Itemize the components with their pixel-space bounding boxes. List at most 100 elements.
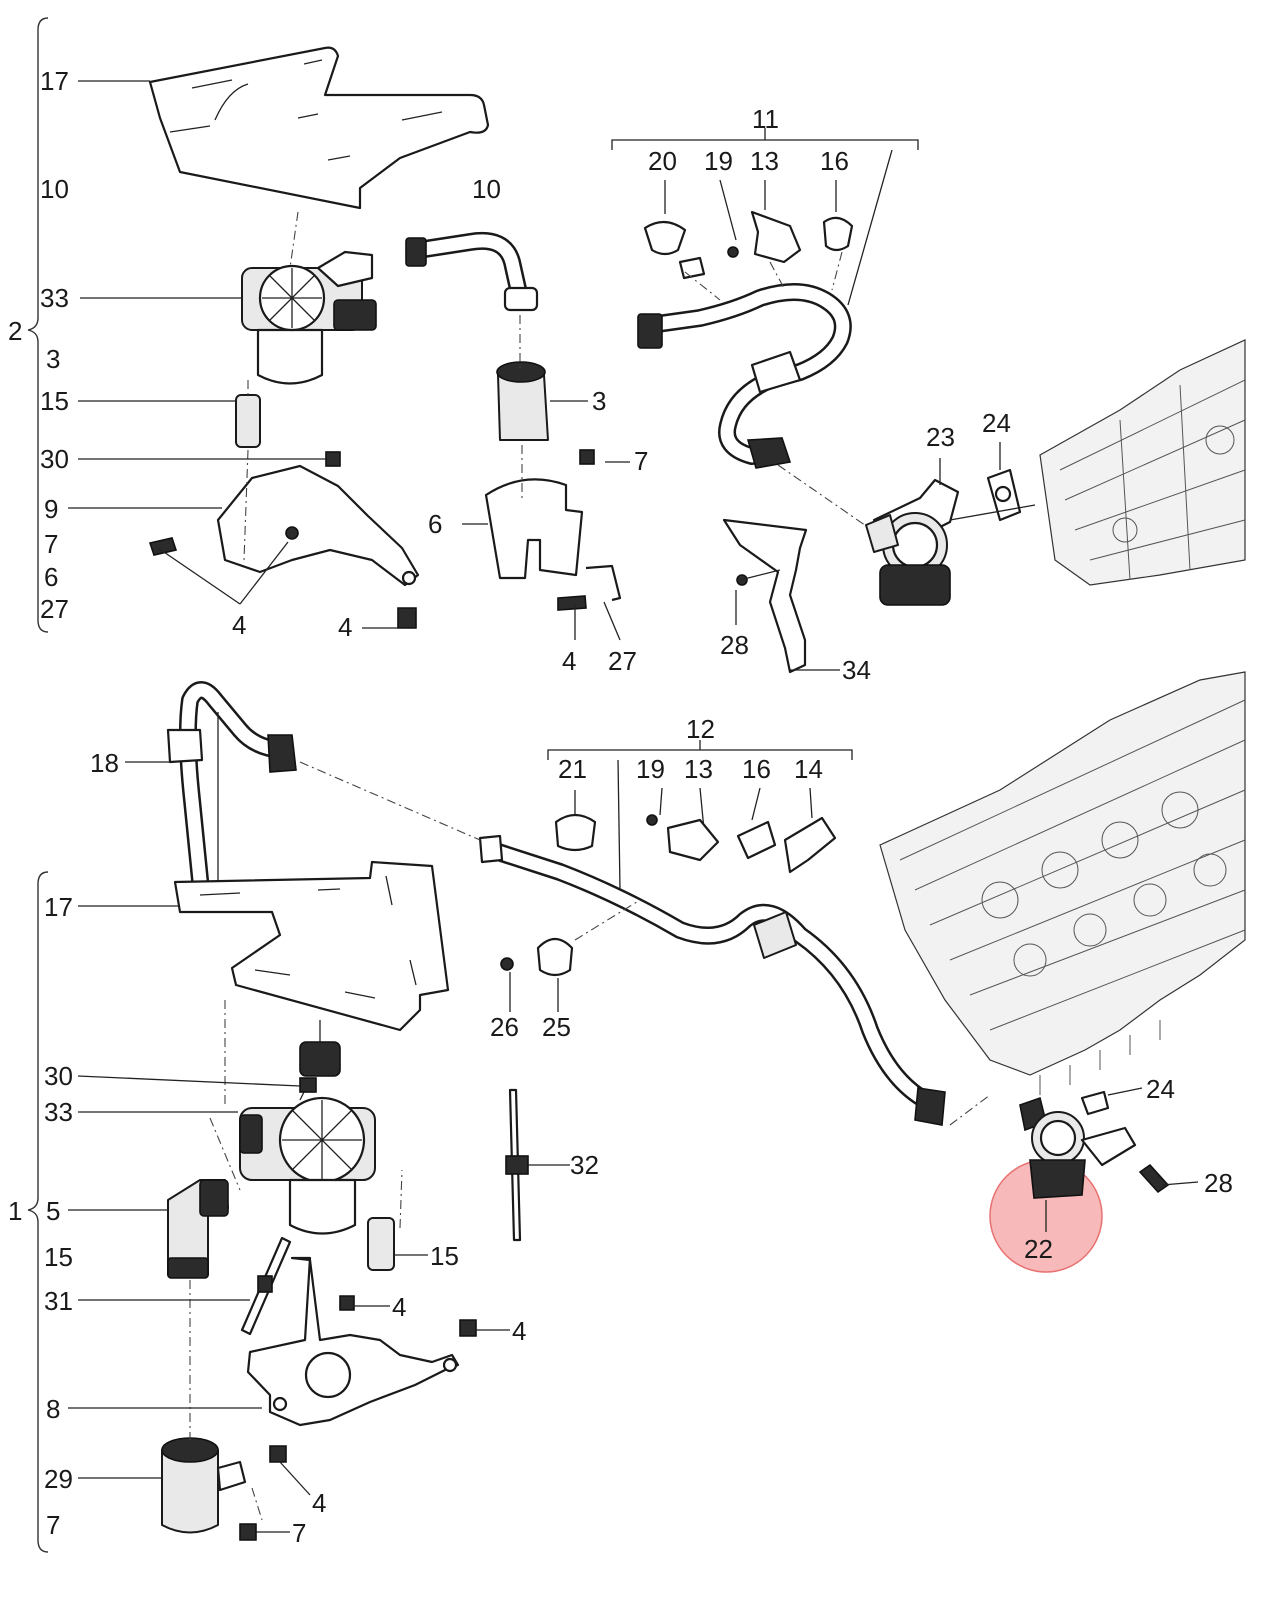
label-6: 6 [428, 509, 442, 539]
label-32: 32 [570, 1150, 599, 1180]
clamp-16-mid[interactable] [736, 820, 777, 860]
group-hose-11: 11 20 19 13 16 23 24 28 34 [611, 104, 1246, 685]
bracket-34[interactable] [722, 518, 808, 674]
label-5: 5 [46, 1196, 60, 1226]
label-10: 10 [472, 174, 501, 204]
label-23: 23 [926, 422, 955, 452]
hose-12-end[interactable] [914, 1087, 946, 1126]
label-15: 15 [40, 386, 69, 416]
label-20: 20 [648, 146, 677, 176]
label-28: 28 [720, 630, 749, 660]
bolt-4-left[interactable] [148, 537, 178, 556]
label-9: 9 [44, 494, 58, 524]
label-16: 16 [820, 146, 849, 176]
nut-30-bottom[interactable] [299, 1077, 317, 1093]
sleeve-6[interactable] [484, 478, 584, 580]
label-25: 25 [542, 1012, 571, 1042]
label-31: 31 [44, 1286, 73, 1316]
bolt-4-bracket-top[interactable] [339, 1295, 355, 1311]
engine-block-top [1039, 339, 1246, 586]
nut-7-top[interactable] [579, 449, 595, 465]
holder-12[interactable] [753, 911, 797, 959]
screw-26[interactable] [500, 957, 514, 971]
bracket-13-top[interactable] [750, 210, 802, 264]
hose-18-connector[interactable] [267, 734, 297, 773]
bracket-plate-17[interactable] [148, 46, 490, 210]
label-7: 7 [46, 1510, 60, 1540]
label-7: 7 [44, 529, 58, 559]
plug-15-bottom[interactable] [367, 1217, 395, 1271]
label-12: 12 [686, 714, 715, 744]
nut-7-bottom[interactable] [239, 1523, 257, 1541]
nut-30-top[interactable] [325, 451, 341, 467]
label-6: 6 [44, 562, 58, 592]
label-33: 33 [44, 1097, 73, 1127]
label-28: 28 [1204, 1168, 1233, 1198]
hose-10[interactable] [405, 232, 539, 312]
bracket-9[interactable] [216, 464, 420, 587]
label-30: 30 [40, 444, 69, 474]
group-assembly-2: 17 10 33 2 3 15 30 9 7 6 27 4 4 10 3 7 6… [8, 17, 648, 676]
label-assembly-1: 1 [8, 1196, 22, 1226]
label-4: 4 [312, 1488, 326, 1518]
label-29: 29 [44, 1464, 73, 1494]
bolt-28-bottom[interactable] [1138, 1163, 1170, 1194]
label-17: 17 [40, 66, 69, 96]
bolt-4-clip[interactable] [557, 595, 587, 611]
label-24: 24 [982, 408, 1011, 438]
label-10: 10 [40, 174, 69, 204]
group-assembly-1: 17 30 33 32 1 5 15 15 31 4 4 8 29 7 4 7 [8, 860, 599, 1553]
clamp-16-top[interactable] [822, 216, 854, 252]
label-4: 4 [562, 646, 576, 676]
label-19: 19 [636, 754, 665, 784]
valve-23[interactable] [865, 478, 960, 606]
bolt-4-bracket-bottom[interactable] [269, 1445, 287, 1463]
connector-plug-30[interactable] [299, 1041, 341, 1077]
hose-11-connector[interactable] [746, 437, 792, 469]
label-15: 15 [44, 1242, 73, 1272]
clamp-25[interactable] [536, 937, 574, 977]
label-14: 14 [794, 754, 823, 784]
label-13: 13 [684, 754, 713, 784]
assembly-2-brace [27, 17, 49, 633]
air-pump-33-top[interactable] [241, 250, 377, 385]
screw-19-top[interactable] [727, 246, 739, 258]
screw-19-mid[interactable] [646, 814, 658, 826]
bolt-4-bracket-right[interactable] [459, 1319, 477, 1337]
damper-29[interactable] [161, 1437, 247, 1534]
bracket-8[interactable] [246, 1256, 460, 1427]
gasket-24-bottom[interactable] [1080, 1090, 1110, 1116]
label-15: 15 [430, 1241, 459, 1271]
bracket-plate-17-bottom[interactable] [173, 860, 450, 1032]
assembly-1-brace [27, 871, 49, 1553]
clamp-20[interactable] [643, 220, 687, 256]
label-4: 4 [232, 610, 246, 640]
clamp-21[interactable] [554, 813, 597, 852]
plug-15-top[interactable] [235, 394, 261, 448]
label-7: 7 [634, 446, 648, 476]
label-4: 4 [338, 612, 352, 642]
hose-11-end[interactable] [637, 313, 663, 349]
air-pump-33-bottom[interactable] [239, 1041, 376, 1235]
label-26: 26 [490, 1012, 519, 1042]
label-3: 3 [46, 344, 60, 374]
group-hose-12: 18 12 21 19 13 16 14 26 25 [90, 681, 991, 1126]
bracket-13-mid[interactable] [666, 818, 720, 862]
group-engine-head: 24 28 22 [879, 671, 1246, 1273]
elbow-connector-5[interactable] [167, 1179, 229, 1279]
label-33: 33 [40, 283, 69, 313]
label-27: 27 [40, 594, 69, 624]
valve-22[interactable] [1019, 1096, 1137, 1199]
connector-3[interactable] [496, 361, 549, 441]
holder-11[interactable] [750, 350, 802, 394]
label-17: 17 [44, 892, 73, 922]
label-34: 34 [842, 655, 871, 685]
label-4: 4 [512, 1316, 526, 1346]
label-8: 8 [46, 1394, 60, 1424]
clip-27[interactable] [585, 564, 622, 602]
bolt-4-bottom[interactable] [397, 607, 417, 629]
label-4: 4 [392, 1292, 406, 1322]
clip-14[interactable] [783, 816, 837, 874]
label-19: 19 [704, 146, 733, 176]
